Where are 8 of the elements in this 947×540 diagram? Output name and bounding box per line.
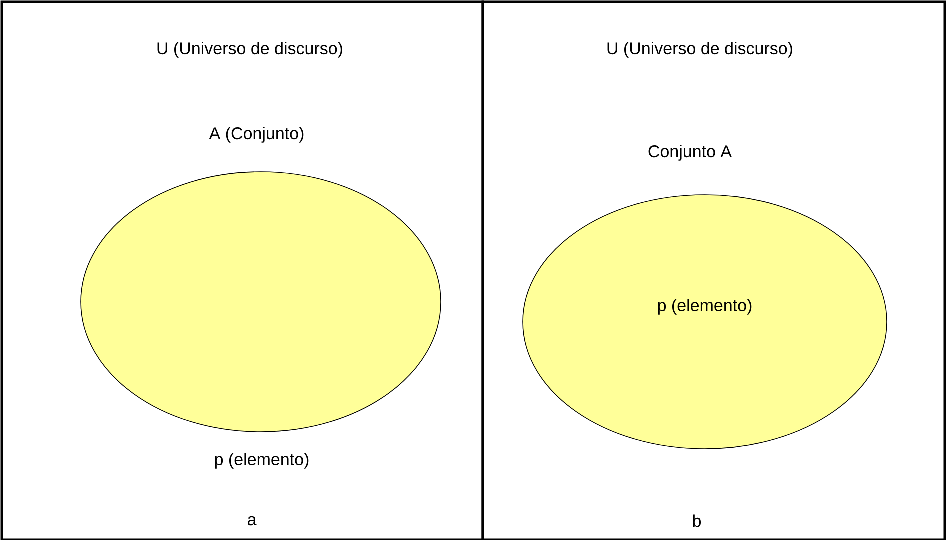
set-label: Conjunto A <box>648 145 732 161</box>
panel-label: a <box>248 516 257 526</box>
set-label: A (Conjunto) <box>209 127 304 143</box>
element-label: p (elemento) <box>215 453 309 469</box>
heading-text: U (Universo de discurso) <box>158 42 342 58</box>
panel-label: b <box>693 514 702 528</box>
heading-text: U (Universo de discurso) <box>608 42 792 58</box>
element-label: p (elemento) <box>658 299 752 315</box>
